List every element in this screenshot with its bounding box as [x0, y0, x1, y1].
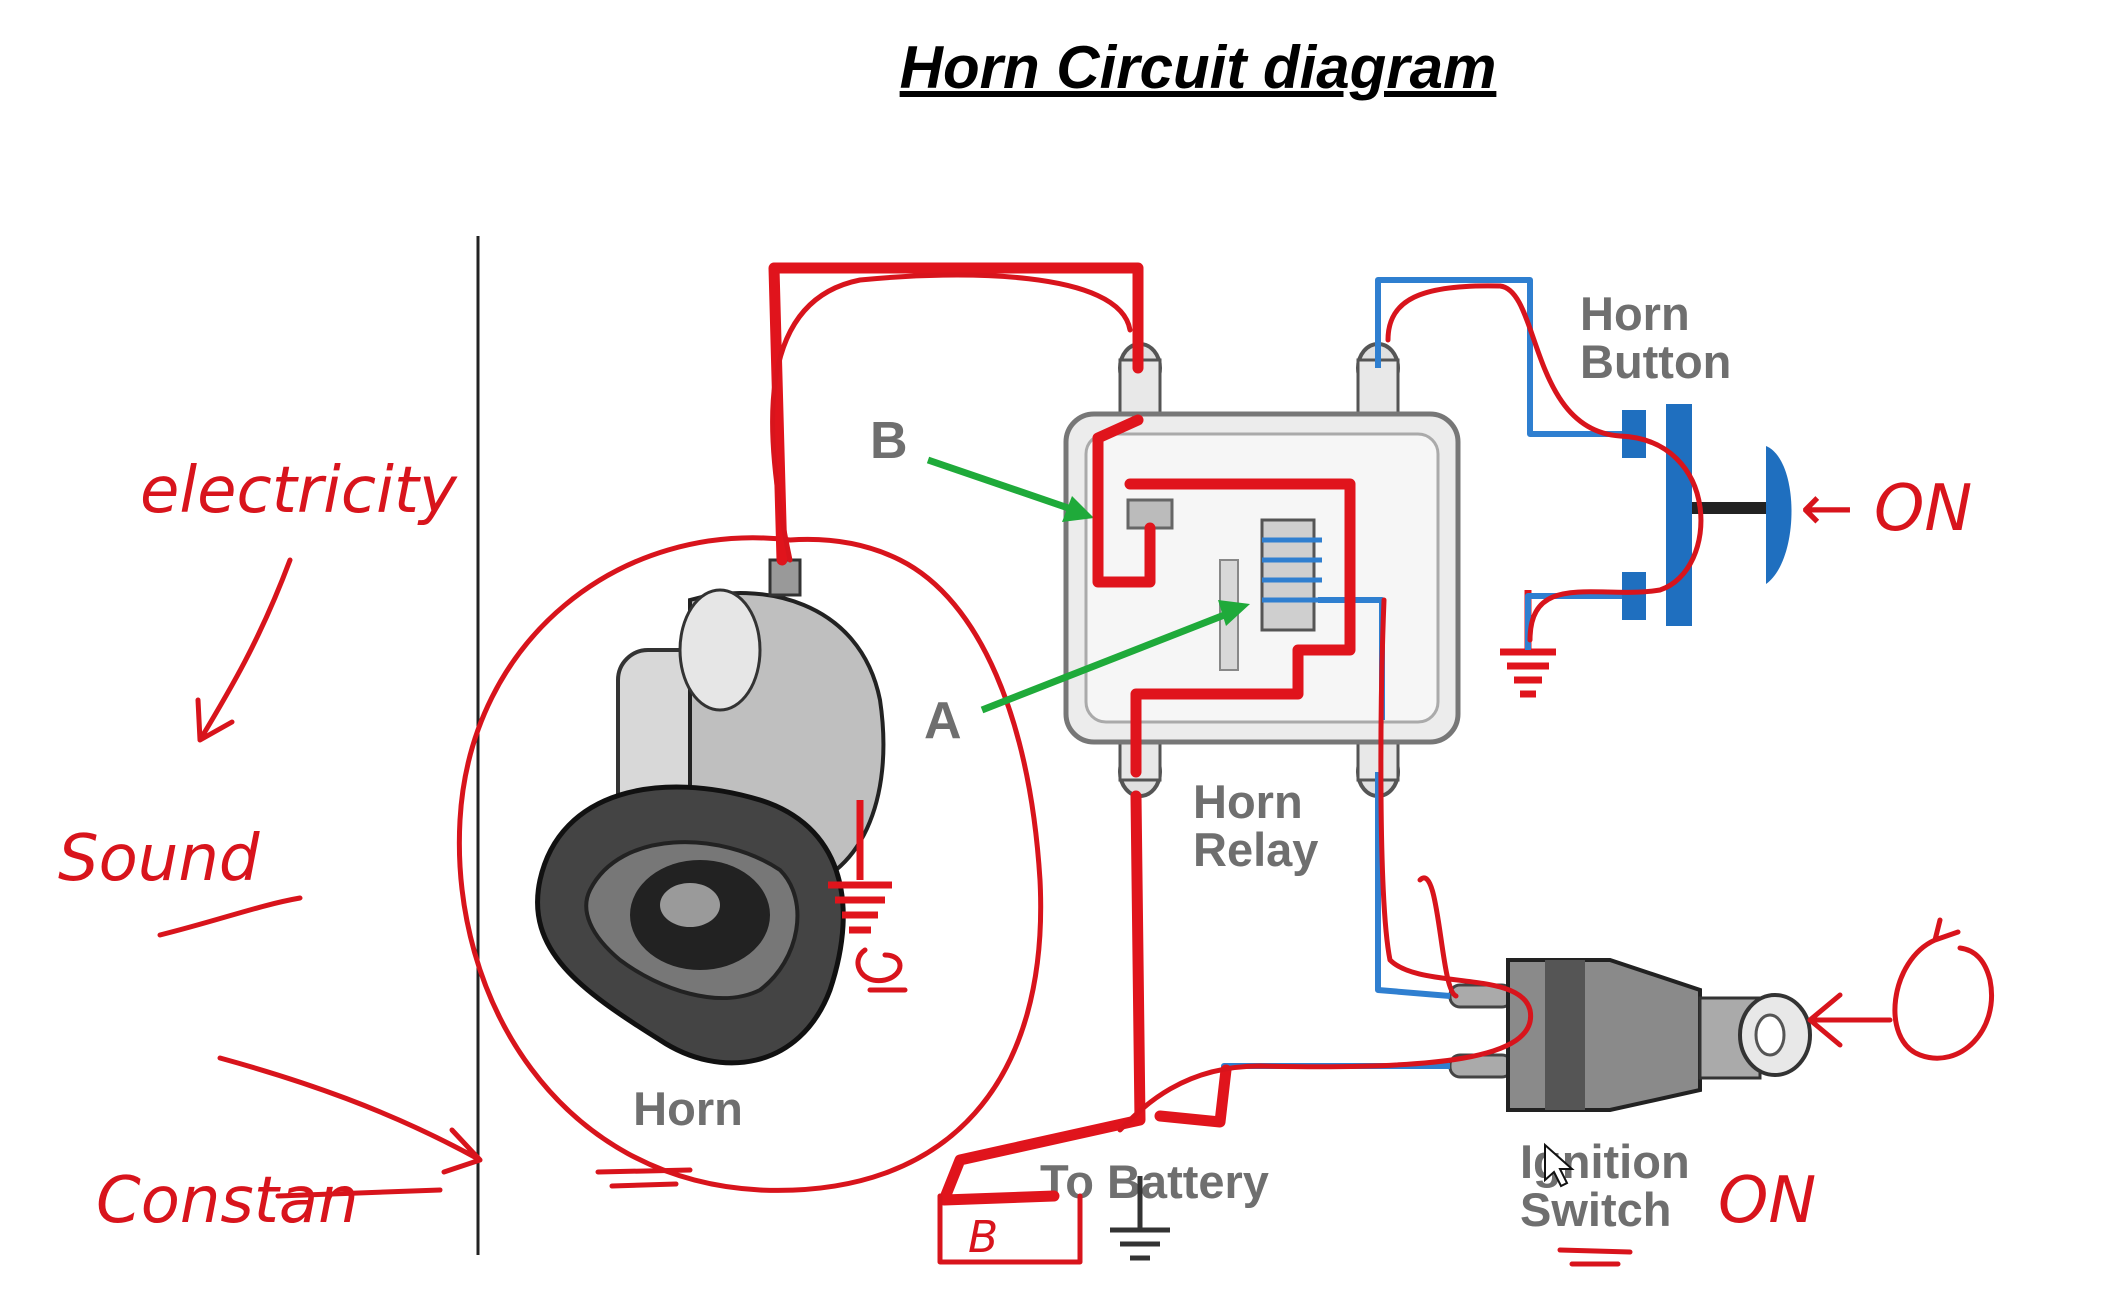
horn-relay-icon [1063, 342, 1461, 798]
horn-button-icon [1622, 404, 1792, 626]
ink-trace-horn [770, 272, 1133, 563]
rotate-arrow-annotation [1892, 917, 1994, 1061]
horn-circle-annotation [456, 535, 1044, 1193]
constant-underline-annotation [275, 1187, 443, 1199]
curved-arrow-annotation [217, 1055, 483, 1175]
horn-ground-scribble [855, 947, 908, 993]
point-b-arrow-icon [926, 456, 1094, 522]
ink-trace-ignition [1117, 597, 1534, 1133]
ignition-label-2: Switch [1520, 1183, 1671, 1236]
point-a-arrow-icon [980, 600, 1250, 714]
key-arrow-annotation [1807, 992, 1893, 1048]
horn-icon [535, 558, 886, 1066]
ink-trace-button [1385, 283, 1704, 643]
point-b-label: B [870, 412, 908, 470]
ignition-underline-annotation [1557, 1247, 1633, 1267]
cursor-icon [1544, 1142, 1575, 1188]
horn-relay-label-1: Horn [1193, 775, 1303, 828]
sound-annotation: Sound [58, 822, 260, 896]
electricity-annotation: electricity [140, 454, 458, 528]
horn-relay-label-2: Relay [1193, 823, 1318, 876]
horn-label: Horn [633, 1082, 743, 1135]
down-arrow-annotation [195, 557, 293, 743]
constant-annotation: Constan [96, 1164, 359, 1238]
on-switch-annotation: ON [1718, 1164, 1816, 1238]
battery-mark-annotation: B [968, 1212, 998, 1263]
page-title: Horn Circuit diagram [900, 34, 1497, 101]
battery-label: To Battery [1040, 1155, 1269, 1208]
ink-trace-ignition-2 [1417, 875, 1459, 999]
button-ground-icon [1500, 590, 1556, 698]
sound-underline-annotation [157, 895, 303, 938]
on-button-annotation: ← ON [1800, 472, 1972, 546]
horn-ground-icon [828, 800, 892, 934]
battery-ground-icon [1110, 1176, 1170, 1261]
horn-button-label-2: Button [1580, 335, 1731, 388]
horn-underline-annotation [595, 1167, 693, 1189]
red-wires [768, 262, 1356, 1206]
ignition-switch-icon [1448, 958, 1812, 1112]
point-a-label: A [924, 692, 962, 750]
horn-button-label-1: Horn [1580, 287, 1690, 340]
battery-box-annotation [937, 1193, 1083, 1265]
